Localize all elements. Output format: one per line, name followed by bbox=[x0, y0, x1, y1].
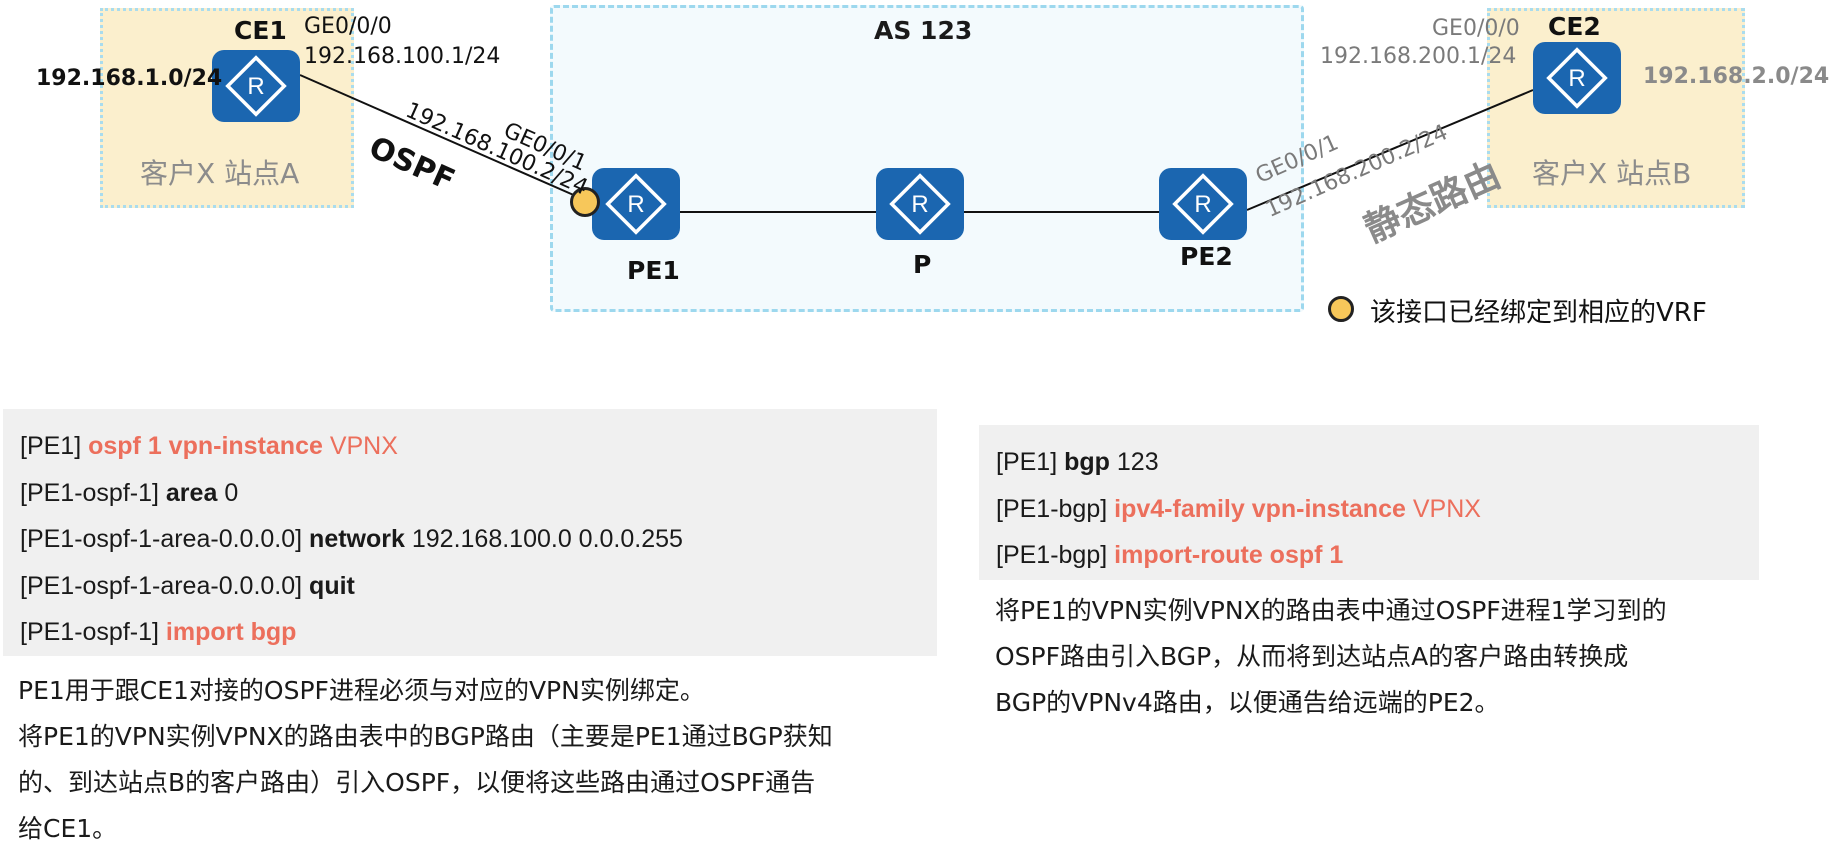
config-line: [PE1] ospf 1 vpn-instance VPNX bbox=[20, 423, 937, 470]
ce1-name: CE1 bbox=[234, 16, 287, 45]
config-prompt: [PE1-ospf-1-area-0.0.0.0] bbox=[20, 525, 303, 553]
config-command: import-route ospf 1 bbox=[1114, 541, 1344, 569]
config-prompt: [PE1] bbox=[996, 448, 1058, 476]
description-line: 的、到达站点B的客户路由）引入OSPF，以便将这些路由通过OSPF通告 bbox=[18, 768, 816, 797]
config-line: [PE1-ospf-1] area 0 bbox=[20, 470, 937, 517]
svg-text:R: R bbox=[1568, 65, 1585, 92]
config-command: import bgp bbox=[165, 618, 297, 646]
description-line: 将PE1的VPN实例VPNX的路由表中的BGP路由（主要是PE1通过BGP获知 bbox=[18, 722, 833, 751]
legend-text: 该接口已经绑定到相应的VRF bbox=[1370, 298, 1707, 328]
config-command: bgp bbox=[1064, 448, 1110, 476]
config-prompt: [PE1-ospf-1-area-0.0.0.0] bbox=[20, 571, 303, 600]
config-prompt: [PE1] bbox=[20, 432, 82, 460]
router-p[interactable]: R bbox=[876, 168, 964, 240]
config-arg: VPNX bbox=[1412, 494, 1481, 523]
description-line: OSPF路由引入BGP，从而将到达站点A的客户路由转换成 bbox=[995, 642, 1629, 671]
site-b-label: 客户X 站点B bbox=[1532, 157, 1692, 190]
router-pe1[interactable]: R bbox=[592, 168, 680, 240]
link-lines bbox=[299, 74, 1534, 213]
config-prompt: [PE1-bgp] bbox=[996, 541, 1108, 569]
right-config-box: [PE1] bgp 123 [PE1-bgp] ipv4-family vpn-… bbox=[979, 425, 1759, 580]
config-prompt: [PE1-ospf-1] bbox=[20, 478, 159, 507]
ce1-ip: 192.168.100.1/24 bbox=[304, 44, 501, 69]
config-command: ospf 1 vpn-instance bbox=[88, 432, 323, 460]
as-label: AS 123 bbox=[874, 16, 973, 45]
config-prompt: [PE1-ospf-1] bbox=[20, 618, 159, 646]
svg-text:R: R bbox=[911, 191, 928, 218]
config-command: network bbox=[309, 525, 405, 553]
ce2-iface: GE0/0/0 bbox=[1432, 16, 1520, 41]
svg-text:R: R bbox=[1194, 191, 1211, 218]
site-b-network: 192.168.2.0/24 bbox=[1643, 64, 1829, 89]
right-description: 将PE1的VPN实例VPNX的路由表中通过OSPF进程1学习到的 OSPF路由引… bbox=[995, 588, 1667, 726]
link-pe2-ce2 bbox=[1246, 89, 1534, 211]
description-line: PE1用于跟CE1对接的OSPF进程必须与对应的VPN实例绑定。 bbox=[18, 676, 705, 705]
config-line: [PE1-bgp] ipv4-family vpn-instance VPNX bbox=[996, 486, 1759, 533]
description-line: BGP的VPNv4路由，以便通告给远端的PE2。 bbox=[995, 688, 1500, 717]
ce2-ip: 192.168.200.1/24 bbox=[1320, 44, 1517, 69]
p-name: P bbox=[913, 250, 932, 279]
router-pe2[interactable]: R bbox=[1159, 168, 1247, 240]
router-icon: R bbox=[1546, 47, 1608, 109]
config-arg: 192.168.100.0 0.0.0.255 bbox=[411, 525, 683, 553]
svg-text:R: R bbox=[627, 191, 644, 218]
config-arg: 123 bbox=[1116, 448, 1159, 476]
description-line: 将PE1的VPN实例VPNX的路由表中通过OSPF进程1学习到的 bbox=[995, 596, 1667, 625]
config-command: area bbox=[165, 478, 218, 507]
description-line: 给CE1。 bbox=[18, 814, 118, 843]
config-arg: 0 bbox=[224, 478, 239, 507]
left-config-box: [PE1] ospf 1 vpn-instance VPNX [PE1-ospf… bbox=[3, 409, 937, 656]
config-line: [PE1] bgp 123 bbox=[996, 439, 1759, 486]
left-description: PE1用于跟CE1对接的OSPF进程必须与对应的VPN实例绑定。 将PE1的VP… bbox=[18, 668, 833, 852]
config-arg: VPNX bbox=[329, 432, 398, 460]
router-ce1[interactable]: R bbox=[212, 50, 300, 122]
as-123-area bbox=[550, 5, 1304, 312]
config-prompt: [PE1-bgp] bbox=[996, 494, 1108, 523]
vrf-interface-marker bbox=[570, 187, 600, 217]
legend-dot-icon bbox=[1328, 296, 1354, 322]
config-command: ipv4-family vpn-instance bbox=[1114, 494, 1406, 523]
router-ce2[interactable]: R bbox=[1533, 42, 1621, 114]
router-icon: R bbox=[1172, 173, 1234, 235]
router-icon: R bbox=[605, 173, 667, 235]
config-line: [PE1-ospf-1-area-0.0.0.0] quit bbox=[20, 563, 937, 610]
ce2-name: CE2 bbox=[1548, 12, 1601, 41]
ce1-iface: GE0/0/0 bbox=[304, 14, 392, 39]
pe1-name: PE1 bbox=[627, 256, 680, 285]
config-line: [PE1-ospf-1] import bgp bbox=[20, 609, 937, 656]
site-a-network: 192.168.1.0/24 bbox=[36, 66, 223, 91]
link-ce1-pe1 bbox=[299, 74, 586, 201]
config-command: quit bbox=[309, 571, 355, 600]
router-icon: R bbox=[889, 173, 951, 235]
site-a-label: 客户X 站点A bbox=[140, 157, 300, 190]
router-icon: R bbox=[225, 55, 287, 117]
svg-text:R: R bbox=[247, 73, 264, 100]
config-line: [PE1-ospf-1-area-0.0.0.0] network 192.16… bbox=[20, 516, 937, 563]
pe2-name: PE2 bbox=[1180, 242, 1233, 271]
config-line: [PE1-bgp] import-route ospf 1 bbox=[996, 532, 1759, 579]
